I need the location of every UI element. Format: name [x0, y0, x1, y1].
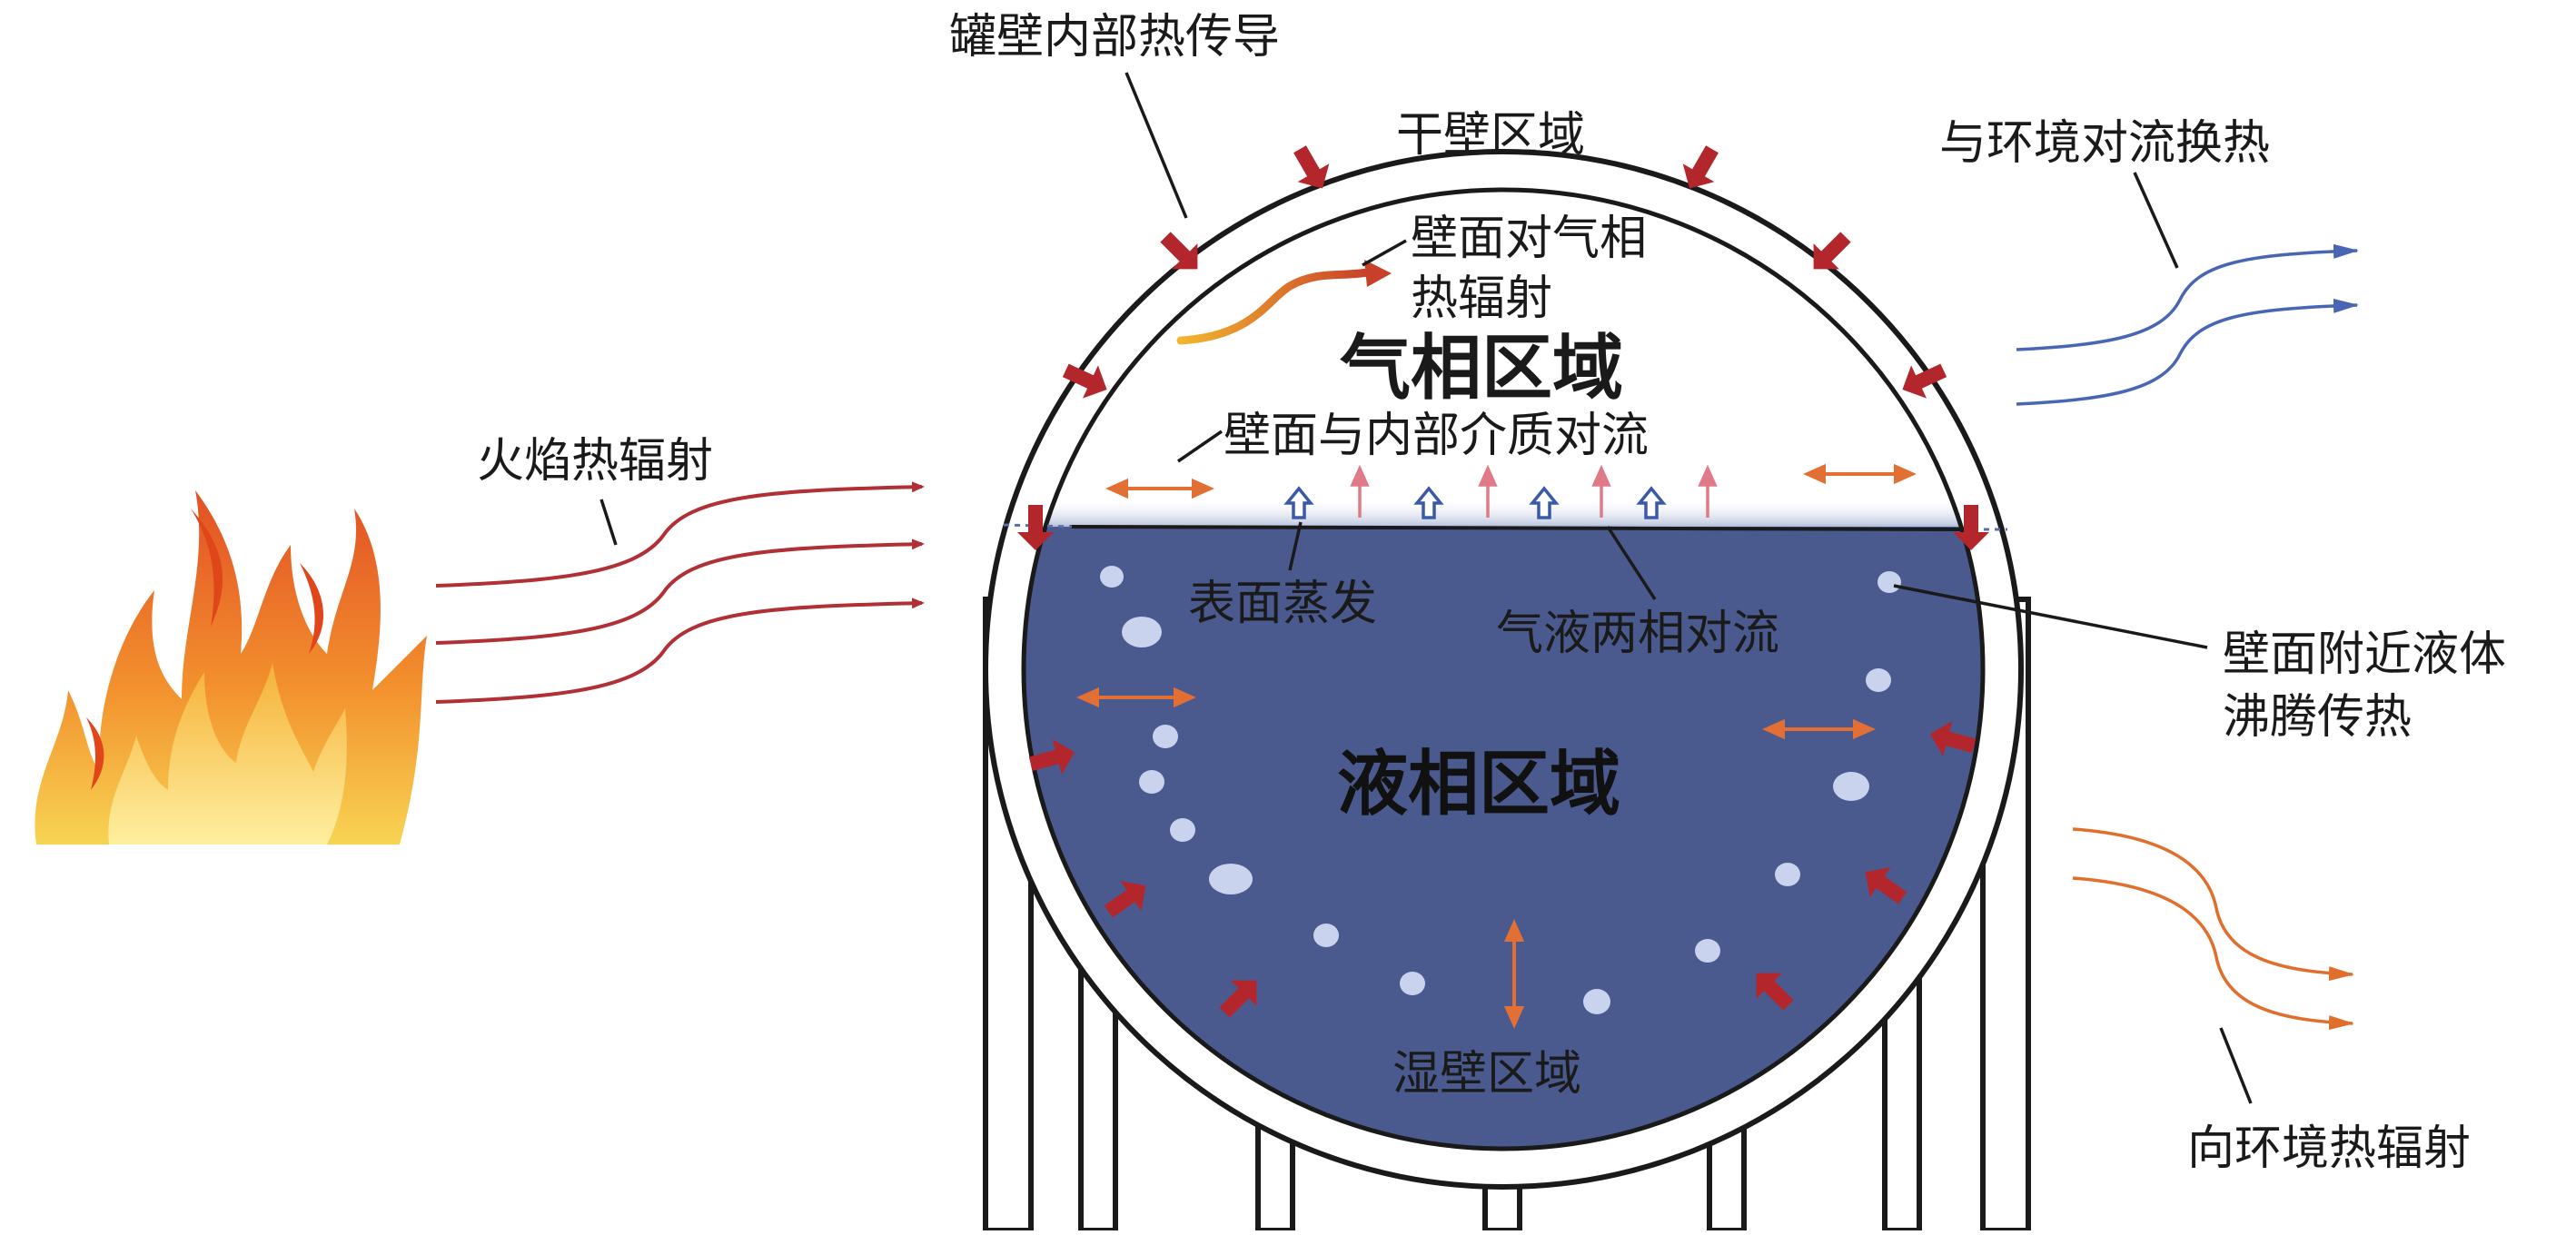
label-liquid-region: 液相区域: [1337, 744, 1620, 825]
leader-lines: [599, 72, 2253, 1104]
wall-radiation-arrow: [1176, 268, 1372, 345]
label-wall-radiation-line1: 壁面对气相: [1411, 212, 1647, 266]
tank-inner-wall: [1021, 187, 1986, 1151]
label-wall-internal-convection: 壁面与内部介质对流: [1224, 409, 1649, 463]
evaporation-arrows: [1283, 486, 1667, 519]
label-surface-evaporation: 表面蒸发: [1188, 577, 1377, 631]
label-tank-wall-conduction: 罐壁内部热传导: [949, 10, 1280, 64]
label-flame-radiation: 火焰热辐射: [477, 434, 713, 489]
flame-icon: [35, 490, 427, 845]
bubbles: [1100, 566, 1901, 1014]
label-nucleate-boiling-line2: 沸腾传热: [2223, 690, 2412, 745]
label-two-phase-convection: 气液两相对流: [1496, 607, 1779, 661]
label-dry-wall-region: 干壁区域: [1396, 108, 1585, 163]
label-vapor-region: 气相区域: [1340, 328, 1623, 410]
label-ambient-radiation: 向环境热辐射: [2187, 1121, 2471, 1176]
vapor-up-arrows: [1350, 464, 1718, 518]
convection-double-arrows: [1076, 463, 1917, 1029]
flame-radiation-arrows: [435, 481, 925, 704]
label-wall-radiation-line2: 热辐射: [1411, 272, 1552, 326]
wall-radiation-arrowhead: [1364, 260, 1392, 287]
ambient-convection-arrows: [2016, 243, 2359, 406]
liquid-surface-line: [1069, 525, 1975, 531]
label-wet-wall-region: 湿壁区域: [1392, 1047, 1581, 1102]
ambient-radiation-arrows: [2072, 827, 2354, 1031]
label-nucleate-boiling-line1: 壁面附近液体: [2223, 627, 2506, 682]
label-ambient-convection: 与环境对流换热: [1939, 116, 2270, 171]
wall-conduction-arrows: [1017, 145, 1989, 1018]
